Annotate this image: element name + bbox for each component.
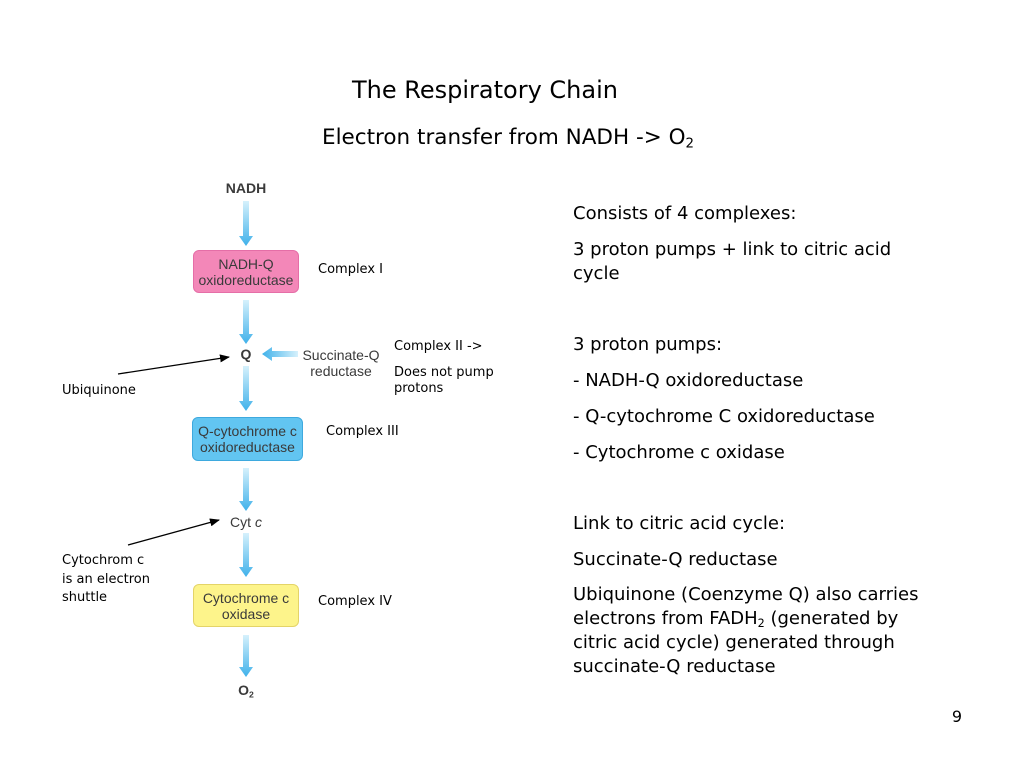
ubiquinone-callout-arrow bbox=[117, 354, 230, 375]
complex-ii-label: Complex II -> bbox=[394, 339, 483, 354]
succinate-line-2: reductase bbox=[310, 363, 372, 379]
cyt-italic-c: c bbox=[255, 514, 262, 530]
oxygen-subscript: 2 bbox=[249, 689, 254, 700]
overview-line-1: 3 proton pumps + link to citric acid bbox=[573, 239, 892, 260]
complex-iv-name-line-2: oxidase bbox=[221, 605, 271, 622]
complex-iv-box: Cytochrome c oxidase bbox=[193, 584, 299, 627]
cytochrome-callout-line-3: shuttle bbox=[62, 590, 108, 605]
complex-i-name-line-2: oxidoreductase bbox=[198, 271, 294, 288]
fadh-after: (generated by bbox=[764, 608, 899, 629]
arrow-complex-i-to-q bbox=[239, 300, 253, 344]
complex-iii-box: Q-cytochrome c oxidoreductase bbox=[192, 417, 303, 461]
citric-link-paragraph-line-1: Ubiquinone (Coenzyme Q) also carries bbox=[573, 584, 919, 605]
cytochrome-callout-line-1: Cytochrom c bbox=[62, 553, 145, 568]
citric-link-paragraph-line-4: succinate-Q reductase bbox=[573, 656, 776, 677]
arrow-complex-iv-to-o2 bbox=[239, 635, 253, 677]
proton-pump-item: - Q-cytochrome C oxidoreductase bbox=[573, 406, 875, 427]
cytochrome-callout-line-2: is an electron bbox=[62, 572, 150, 587]
fadh-subscript: 2 bbox=[757, 617, 765, 631]
arrow-cyt-c-to-complex-iv bbox=[239, 533, 253, 577]
page-number: 9 bbox=[951, 707, 963, 726]
complex-i-box: NADH-Q oxidoreductase bbox=[193, 250, 299, 293]
arrow-nadh-to-complex-i bbox=[239, 201, 253, 246]
complex-iii-name-line-2: oxidoreductase bbox=[200, 439, 295, 455]
complex-ii-note-line-1: Does not pump bbox=[394, 365, 494, 380]
arrow-complex-iii-to-cyt-c bbox=[239, 468, 253, 511]
complex-i-name-line-1: NADH-Q bbox=[218, 255, 274, 272]
subtitle-subscript: 2 bbox=[685, 136, 694, 152]
complex-iv-name-line-1: Cytochrome c bbox=[202, 589, 290, 606]
slide-title: The Respiratory Chain bbox=[352, 76, 618, 104]
citric-link-paragraph-line-3: citric acid cycle) generated through bbox=[573, 632, 895, 653]
arrow-q-to-complex-iii bbox=[239, 366, 253, 411]
ubiquinone-q-node: Q bbox=[240, 346, 252, 362]
slide-subtitle: Electron transfer from NADH -> O2 bbox=[258, 124, 758, 152]
complex-i-label: Complex I bbox=[318, 262, 383, 277]
ubiquinone-callout-label: Ubiquinone bbox=[62, 383, 136, 398]
overview-heading: Consists of 4 complexes: bbox=[573, 203, 797, 224]
overview-line-2: cycle bbox=[573, 263, 620, 284]
oxygen-node: O2 bbox=[216, 682, 276, 700]
subtitle-text: Electron transfer from NADH -> O bbox=[322, 125, 686, 150]
cyt-text: Cyt bbox=[230, 514, 251, 530]
complex-iii-label: Complex III bbox=[326, 424, 399, 439]
fadh-before: electrons from FADH bbox=[573, 608, 758, 629]
citric-link-item: Succinate-Q reductase bbox=[573, 549, 778, 570]
succinate-q-reductase-node: Succinate-Q reductase bbox=[291, 347, 391, 379]
citric-link-paragraph-line-2: electrons from FADH2 (generated by bbox=[573, 607, 898, 631]
complex-iv-label: Complex IV bbox=[318, 594, 392, 609]
oxygen-text: O bbox=[238, 682, 250, 698]
proton-pumps-heading: 3 proton pumps: bbox=[573, 334, 723, 355]
citric-link-heading: Link to citric acid cycle: bbox=[573, 513, 786, 534]
succinate-line-1: Succinate-Q bbox=[302, 347, 380, 363]
proton-pump-item: - Cytochrome c oxidase bbox=[573, 442, 785, 463]
proton-pump-item: - NADH-Q oxidoreductase bbox=[573, 370, 804, 391]
complex-ii-note-line-2: protons bbox=[394, 381, 444, 396]
nadh-node: NADH bbox=[225, 180, 267, 196]
complex-iii-name-line-1: Q-cytochrome c bbox=[198, 423, 297, 439]
